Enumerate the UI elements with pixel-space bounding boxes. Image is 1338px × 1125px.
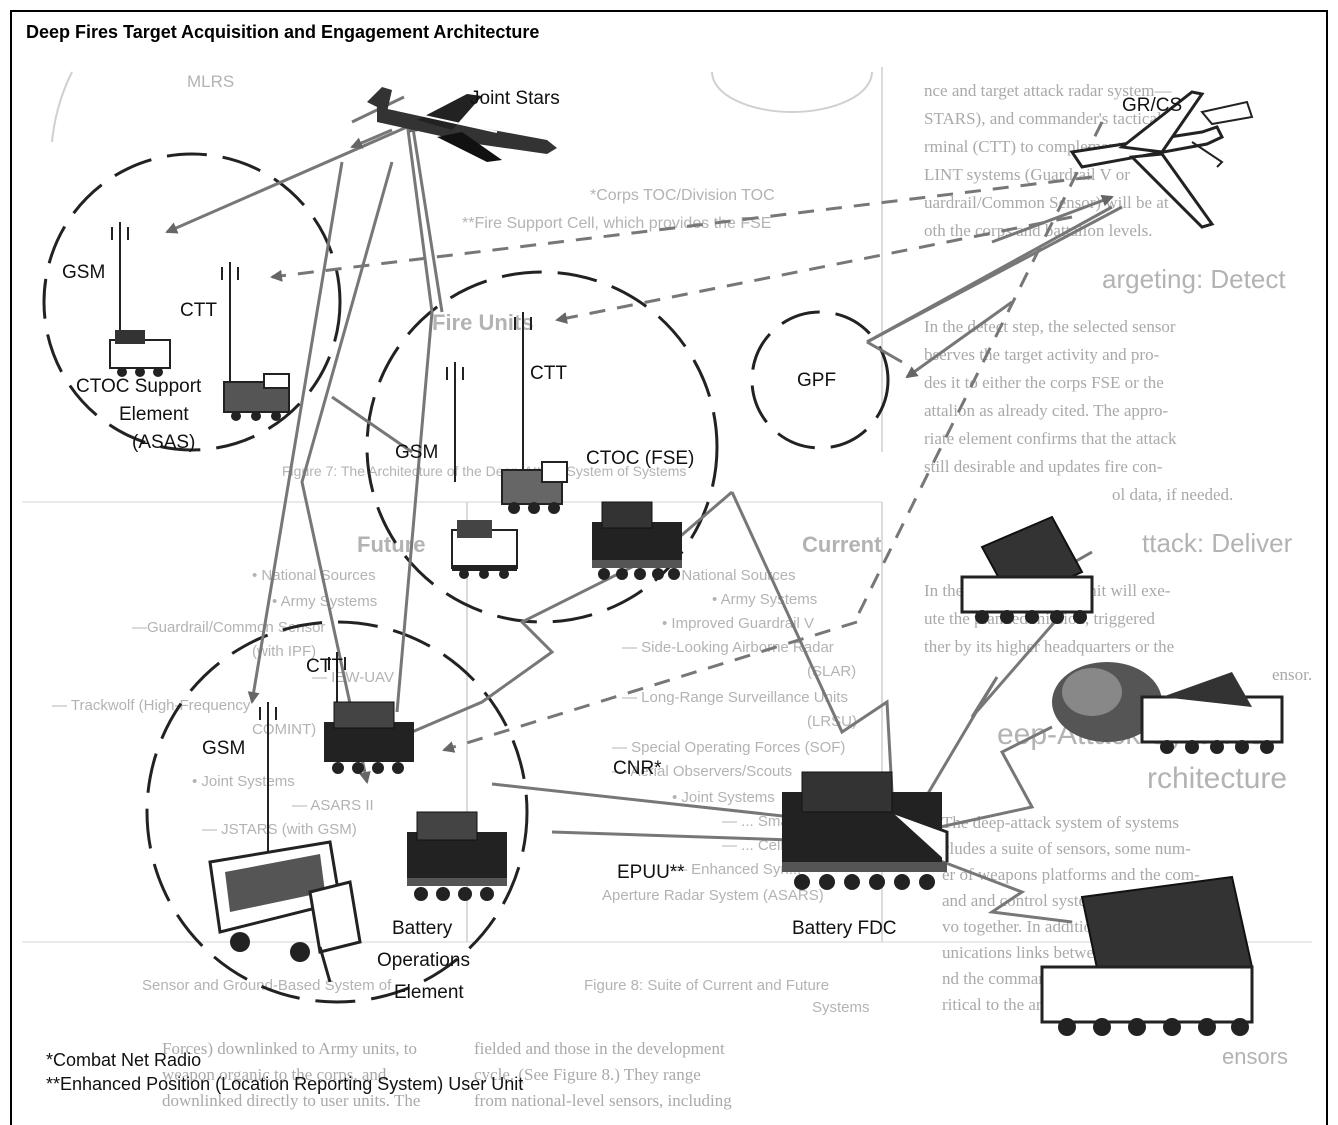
- label-ctt-bottom: CTT: [306, 656, 343, 677]
- svg-text:ensor.: ensor.: [1272, 665, 1312, 684]
- svg-text:— JSTARS (with GSM): — JSTARS (with GSM): [202, 821, 357, 838]
- label-battery-ops-1: Battery: [392, 918, 453, 939]
- svg-text:er of weapons platforms and th: er of weapons platforms and the com-: [942, 865, 1200, 884]
- label-ctoc-support-1: CTOC Support: [76, 376, 202, 397]
- svg-text:• Army Systems: • Army Systems: [272, 593, 377, 610]
- mlrs-launcher-icon: [962, 517, 1092, 624]
- antenna-icon: [112, 222, 128, 342]
- bg-fig8-caption-2: Systems: [812, 999, 870, 1016]
- svg-text:— Long-Range Surveillance Unit: — Long-Range Surveillance Units: [622, 689, 848, 706]
- svg-text:— Special Operating Forces (SO: — Special Operating Forces (SOF): [612, 739, 845, 756]
- svg-text:— ASARS II: — ASARS II: [292, 797, 374, 814]
- link-jstars-to-gsm: [167, 127, 407, 232]
- svg-text:ther by its higher headquarter: ther by its higher headquarters or the: [924, 637, 1174, 656]
- label-ctoc-fse: CTOC (FSE): [586, 448, 694, 469]
- bg-detect-column: In the detect step, the selected sensor …: [924, 317, 1233, 504]
- figure-frame: Deep Fires Target Acquisition and Engage…: [10, 10, 1328, 1125]
- svg-text:cludes a suite of sensors, som: cludes a suite of sensors, some num-: [942, 839, 1191, 858]
- label-gpf: GPF: [797, 370, 836, 391]
- svg-text:• National Sources: • National Sources: [672, 567, 796, 584]
- svg-text:riate element confirms that th: riate element confirms that the attack: [924, 429, 1177, 448]
- ctt-bottom-vehicle-icon: [324, 702, 414, 774]
- bg-fig8-caption-1: Figure 8: Suite of Current and Future: [584, 977, 829, 994]
- svg-text:COMINT): COMINT): [252, 721, 316, 738]
- footnote-epuu: **Enhanced Position (Location Reporting …: [46, 1074, 523, 1094]
- svg-text:uardrail/Common Sensor) will b: uardrail/Common Sensor) will be at: [924, 193, 1169, 212]
- bg-heading-sensors: ensors: [1222, 1044, 1288, 1069]
- svg-text:In the detect step, the select: In the detect step, the selected sensor: [924, 317, 1176, 336]
- battery-ops-truck-icon: [210, 842, 360, 982]
- ctoc-support-vehicle-icon: [110, 330, 170, 377]
- bg-heading-arch-2: rchitecture: [1147, 762, 1287, 795]
- svg-text:— Trackwolf (High-Frequency: — Trackwolf (High-Frequency: [52, 697, 251, 714]
- antenna-icon: [222, 262, 238, 382]
- label-battery-fdc: Battery FDC: [792, 918, 897, 939]
- epuu-vehicle-icon: [407, 812, 507, 901]
- label-gsm-center: GSM: [395, 442, 438, 463]
- bg-center-note-2: **Fire Support Cell, which provides the …: [462, 215, 771, 232]
- bg-left-caption: Sensor and Ground-Based System of: [142, 977, 392, 994]
- svg-text:Aperture Radar System (ASARS): Aperture Radar System (ASARS): [602, 887, 824, 904]
- label-joint-stars: Joint Stars: [470, 88, 560, 109]
- svg-text:LINT systems (Guardrail V or: LINT systems (Guardrail V or: [924, 165, 1130, 184]
- ctt-center-truck-icon: [502, 462, 567, 514]
- svg-text:fielded and those in the devel: fielded and those in the development: [474, 1039, 725, 1058]
- svg-text:bserves the target activity an: bserves the target activity and pro-: [924, 345, 1160, 364]
- ctt-left-vehicle-icon: [224, 374, 289, 421]
- svg-text:• National Sources: • National Sources: [252, 567, 376, 584]
- bg-mlrs-label: MLRS: [187, 72, 234, 91]
- svg-text:• Joint Systems: • Joint Systems: [192, 773, 295, 790]
- label-battery-ops-2: Operations: [377, 950, 470, 971]
- label-grcs: GR/CS: [1122, 95, 1182, 116]
- label-epuu: EPUU**: [617, 862, 685, 883]
- svg-text:— Enhanced Syn...: — Enhanced Syn...: [672, 861, 801, 878]
- bg-center-note-1: *Corps TOC/Division TOC: [590, 187, 775, 204]
- label-gsm-bottom: GSM: [202, 738, 245, 759]
- label-gsm-left: GSM: [62, 262, 105, 283]
- svg-text:The deep-attack system of syst: The deep-attack system of systems: [942, 813, 1179, 832]
- label-battery-ops-3: Element: [394, 982, 464, 1003]
- label-ctt-left: CTT: [180, 300, 217, 321]
- svg-text:• Army Systems: • Army Systems: [712, 591, 817, 608]
- gsm-center-vehicle-icon: [452, 520, 517, 579]
- label-ctt-center: CTT: [530, 363, 567, 384]
- svg-text:ol data, if needed.: ol data, if needed.: [1112, 485, 1233, 504]
- label-cnr: CNR*: [613, 758, 662, 779]
- svg-text:still desirable and updates fi: still desirable and updates fire con-: [924, 457, 1163, 476]
- arrow-into-left-circle: [352, 130, 392, 147]
- bg-current-heading: Current: [802, 532, 882, 557]
- antenna-icon: [515, 312, 531, 482]
- bg-heading-deliver: ttack: Deliver: [1142, 528, 1293, 558]
- footnote-cnr: *Combat Net Radio: [46, 1050, 201, 1070]
- bg-fire-units: Fire Units: [432, 310, 533, 335]
- battery-fdc-vehicle-icon: [782, 772, 947, 890]
- architecture-diagram: MLRS *Corps TOC/Division TOC **Fire Supp…: [12, 12, 1328, 1125]
- label-ctoc-support-3: (ASAS): [132, 432, 195, 453]
- svg-text:• Joint Systems: • Joint Systems: [672, 789, 775, 806]
- bg-heading-detect: argeting: Detect: [1102, 264, 1286, 294]
- svg-text:des it to either the corps FSE: des it to either the corps FSE or the: [924, 373, 1164, 392]
- link-epuu: [552, 832, 792, 840]
- label-ctoc-support-2: Element: [119, 404, 189, 425]
